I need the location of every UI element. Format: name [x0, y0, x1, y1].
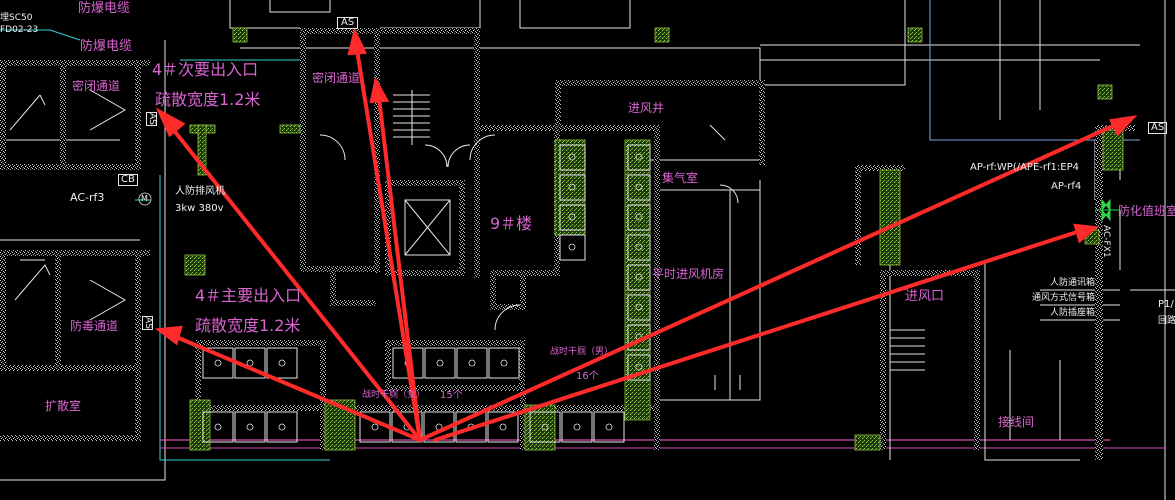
cable-markers [1095, 198, 1120, 222]
diffusion-room-label: 扩散室 [45, 399, 82, 413]
chem-duty-room-label: 防化值班室 [1118, 204, 1175, 218]
legend-item-2: 通风方式信号箱 [1032, 293, 1096, 303]
airlock-left-label: 密闭通道 [72, 79, 121, 93]
ac-rf3-label: AC-rf3 [70, 191, 105, 204]
air-shaft-label: 进风井 [628, 101, 665, 115]
toilet-stalls [202, 90, 925, 443]
toilet-female-label: 战时干厕（女） [362, 390, 426, 400]
fan-motor-symbol: M [141, 194, 148, 203]
as-label-left-lower: AS [142, 316, 153, 330]
dust-room-label: 集气室 [662, 171, 699, 185]
ap-rf-wp-label: AP-rf:WP(/APE-rf1:EP4 [970, 162, 1079, 173]
as-label-left-upper: AS [146, 112, 157, 126]
primary-exit-width: 疏散宽度1.2米 [195, 316, 301, 335]
toilet-female-count: 15个 [440, 390, 463, 401]
evacuation-arrows [154, 27, 1138, 442]
entrance-label: 进风口 [905, 289, 945, 304]
secondary-exit-width: 疏散宽度1.2米 [155, 90, 261, 109]
cable-code-2: FD02-23 [0, 25, 39, 35]
fan-spec-label: 3kw 380v [175, 203, 224, 214]
fan-name-label: 人防排风机 [175, 186, 225, 197]
edge-text-label: 回路 [1158, 316, 1175, 326]
building-9-label: 9＃楼 [490, 214, 533, 233]
secondary-exit-label: 4＃次要出入口 [152, 60, 259, 79]
blast-doors [9, 89, 726, 321]
cable-code-1: 埋SC50 [0, 13, 33, 23]
walls [0, 28, 1135, 460]
cable-label-1: 防爆电缆 [78, 1, 131, 16]
as-label-top: AS [337, 17, 359, 29]
cb-label: CB [118, 174, 138, 186]
ac-fx1-label: AC-FX1 [1101, 225, 1111, 258]
p1-label: P1/ [1158, 299, 1174, 310]
decon-passage-label: 防毒通道 [70, 319, 119, 333]
as-label-right: AS [1148, 122, 1168, 134]
ap-rf4-label: AP-rf4 [1051, 181, 1082, 192]
airlock-center-label: 密闭通道 [312, 71, 361, 85]
toilet-male-count: 16个 [576, 371, 599, 382]
legend-item-3: 人防插座箱 [1050, 308, 1096, 318]
primary-exit-label: 4＃主要出入口 [195, 286, 302, 305]
wiring-room-label: 接线间 [998, 415, 1035, 429]
cable-label-2: 防爆电缆 [80, 39, 133, 54]
fan-room-label: 平时进风机房 [652, 267, 725, 281]
toilet-male-label: 战时干厕（男） [550, 347, 614, 357]
legend-item-1: 人防通讯箱 [1050, 278, 1096, 288]
